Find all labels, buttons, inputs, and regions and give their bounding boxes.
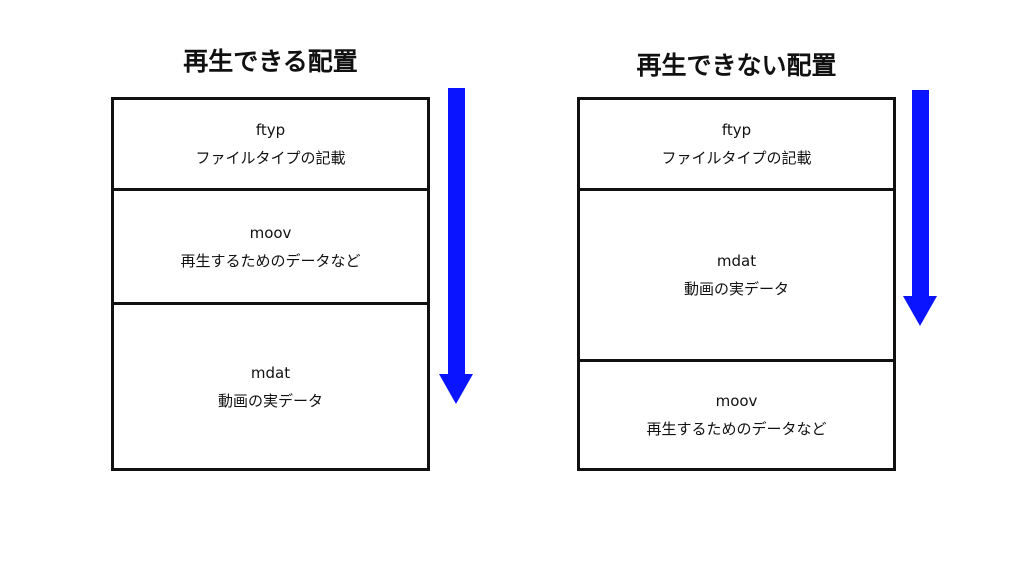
box-description: 動画の実データ [217,391,323,410]
diagram-title-not-playable: 再生できない配置 [636,51,837,80]
box-ftyp: ftyp ファイルタイプの記載 [114,100,427,188]
box-description: ファイルタイプの記載 [661,149,812,167]
box-name: ftyp [721,121,752,139]
arrow-down-icon [903,90,937,326]
arrow-down-icon [439,88,473,404]
box-moov: moov 再生するためのデータなど [580,359,893,468]
box-name: ftyp [255,121,286,139]
box-ftyp: ftyp ファイルタイプの記載 [580,100,893,188]
box-name: moov [249,223,292,242]
box-mdat: mdat 動画の実データ [580,188,893,359]
box-moov: moov 再生するためのデータなど [114,188,427,302]
box-description: 再生するためのデータなど [646,420,827,438]
box-name: mdat [250,363,291,382]
box-description: 動画の実データ [683,280,789,298]
box-description: ファイルタイプの記載 [195,149,346,167]
box-description: 再生するためのデータなど [180,251,361,270]
box-name: mdat [716,252,757,270]
box-stack-playable: ftyp ファイルタイプの記載 moov 再生するためのデータなど mdat 動… [111,97,430,471]
box-mdat: mdat 動画の実データ [114,302,427,468]
box-name: moov [715,392,758,410]
box-stack-not-playable: ftyp ファイルタイプの記載 mdat 動画の実データ moov 再生するため… [577,97,896,471]
diagram-title-playable: 再生できる配置 [183,47,358,76]
